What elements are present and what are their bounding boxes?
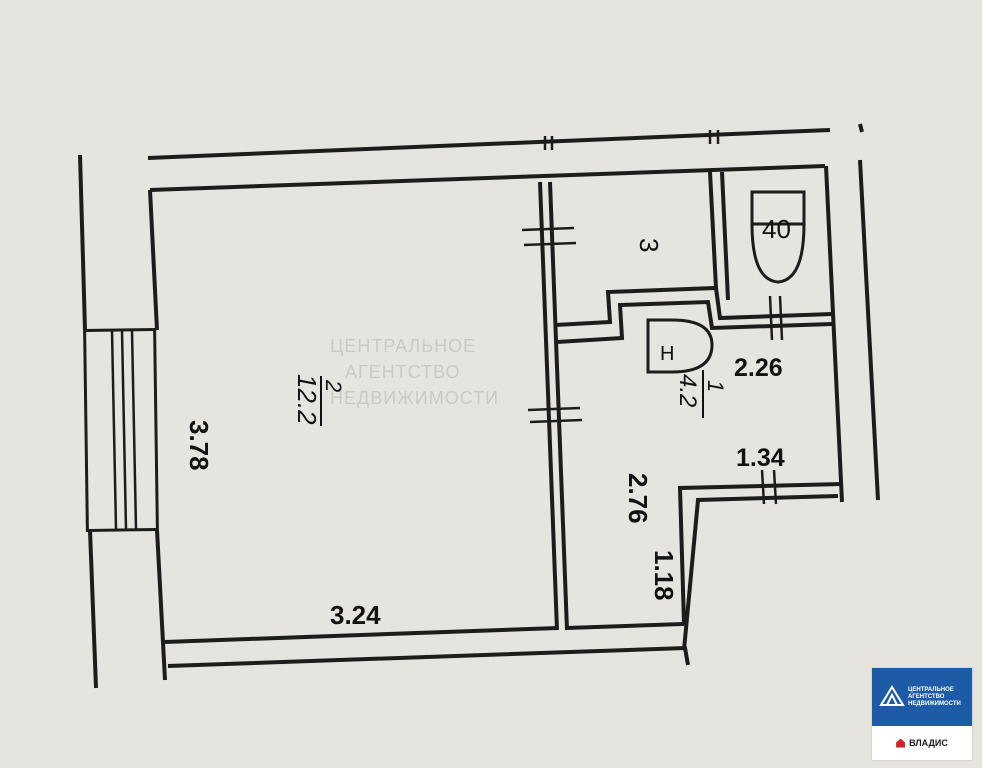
top-outer-wall (147, 128, 831, 160)
dimension-hall-top: 2.26 (734, 354, 783, 382)
hall-walls (554, 165, 844, 651)
hall-room-number: 1 (703, 380, 728, 392)
logo-banner: ЦЕНТРАЛЬНОЕ АГЕНТСТВО НЕДВИЖИМОСТИ (872, 668, 972, 726)
sink-label: Н (660, 343, 674, 365)
hall-bottom-outer (682, 494, 839, 651)
left-outer-wall-bottom (88, 529, 98, 689)
main-room-number: 2 (321, 379, 346, 392)
dimension-hall-height: 2.76 (623, 473, 653, 524)
dimension-hall-bottom: 1.18 (649, 550, 679, 601)
main-room-walls (148, 181, 690, 681)
left-outer-wall-top (78, 154, 87, 331)
watermark-line-1: ЦЕНТРАЛЬНОЕ (330, 336, 476, 356)
storage-right-wall (708, 171, 718, 289)
bathroom-left-wall (720, 171, 730, 301)
room-labels: 2 12.2 1 4.2 3 (292, 238, 728, 426)
watermark-line-3: НЕДВИЖИМОСТИ (330, 388, 499, 408)
logo-text: ЦЕНТРАЛЬНОЕ АГЕНТСТВО НЕДВИЖИМОСТИ (908, 687, 970, 708)
agency-logo: ЦЕНТРАЛЬНОЕ АГЕНТСТВО НЕДВИЖИМОСТИ ВЛАДИ… (872, 668, 972, 760)
top-inner-wall (149, 164, 826, 192)
hall-top-wall (556, 299, 833, 344)
window (83, 327, 159, 532)
dimension-main-width: 3.24 (330, 600, 381, 630)
logo-line-1: ЦЕНТРАЛЬНОЕ (908, 687, 954, 693)
right-outer-wall (858, 159, 880, 501)
dimensions: 3.78 3.24 2.26 1.34 2.76 1.18 (184, 354, 785, 630)
hall-bottom-wall (566, 482, 843, 630)
watermark-line-2: АГЕНТСТВО (345, 362, 461, 382)
storage-room-number: 3 (634, 238, 664, 252)
logo-line-3: НЕДВИЖИМОСТИ (908, 701, 961, 707)
storage-bottom-wall (554, 285, 833, 327)
partition-wall-right (548, 181, 569, 631)
main-room-area: 12.2 (292, 374, 322, 425)
dimension-main-height: 3.78 (184, 420, 214, 471)
hall-room-area: 4.2 (674, 374, 701, 407)
agency-mark-icon (879, 685, 905, 706)
bottom-outer-wall (167, 645, 690, 668)
exterior-walls (78, 123, 880, 689)
main-room-bottom-wall (164, 626, 559, 644)
sink-fixture: Н (646, 318, 714, 374)
hall-right-wall (824, 165, 844, 503)
logo-line-2: АГЕНТСТВО (908, 694, 945, 700)
toilet-fixture: 40 (750, 190, 806, 284)
logo-brand-name: ВЛАДИС (909, 738, 948, 748)
dimension-hall-mid: 1.34 (736, 444, 785, 472)
toilet-label: 40 (762, 214, 791, 244)
watermark: ЦЕНТРАЛЬНОЕ АГЕНТСТВО НЕДВИЖИМОСТИ (330, 336, 499, 408)
house-icon (896, 738, 906, 748)
partition-wall-left (538, 181, 559, 631)
logo-brand: ВЛАДИС (872, 726, 972, 760)
